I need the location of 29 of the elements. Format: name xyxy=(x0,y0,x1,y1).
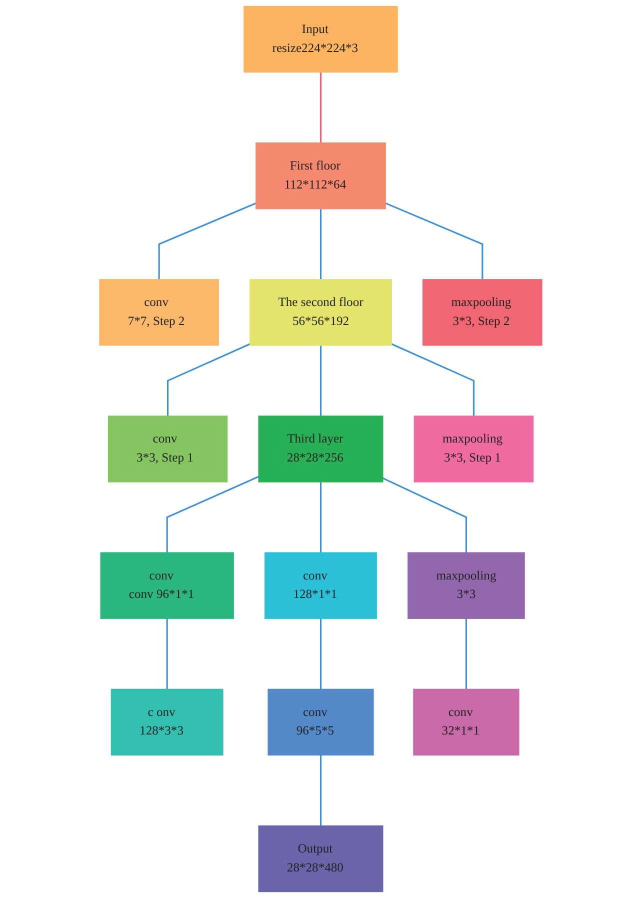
connector xyxy=(320,72,322,143)
node-box: conv 7*7, Step 2 xyxy=(98,279,219,346)
node-box: Third layer 28*28*256 xyxy=(258,416,383,482)
node-box: conv 3*3, Step 1 xyxy=(108,416,228,482)
connector xyxy=(320,345,322,416)
connector xyxy=(320,208,322,280)
connector xyxy=(166,476,259,553)
node-box: First floor 112*112*64 xyxy=(255,142,386,210)
node-box: The second floor 56*56*192 xyxy=(249,279,392,346)
connector xyxy=(382,477,467,553)
node-box: maxpooling 3*3 xyxy=(407,552,525,619)
node-box: conv 96*5*5 xyxy=(267,688,374,756)
node-box: conv 128*1*1 xyxy=(264,552,377,619)
node-box: maxpooling 3*3, Step 1 xyxy=(414,416,534,482)
connector xyxy=(465,618,467,690)
connector xyxy=(320,755,322,826)
connector xyxy=(384,202,483,280)
connector xyxy=(320,482,322,553)
node-box: conv conv 96*1*1 xyxy=(100,552,234,619)
node-box: conv 32*1*1 xyxy=(412,688,520,756)
connector xyxy=(390,343,474,416)
connector xyxy=(158,202,256,280)
node-box: c onv 128*3*3 xyxy=(110,688,224,756)
connector xyxy=(320,618,322,690)
connector xyxy=(166,618,168,690)
node-box: Output 28*28*480 xyxy=(258,825,383,892)
node-box: maxpooling 3*3, Step 2 xyxy=(422,279,542,346)
node-box: Input resize224*224*3 xyxy=(243,6,398,73)
connector xyxy=(166,343,250,416)
